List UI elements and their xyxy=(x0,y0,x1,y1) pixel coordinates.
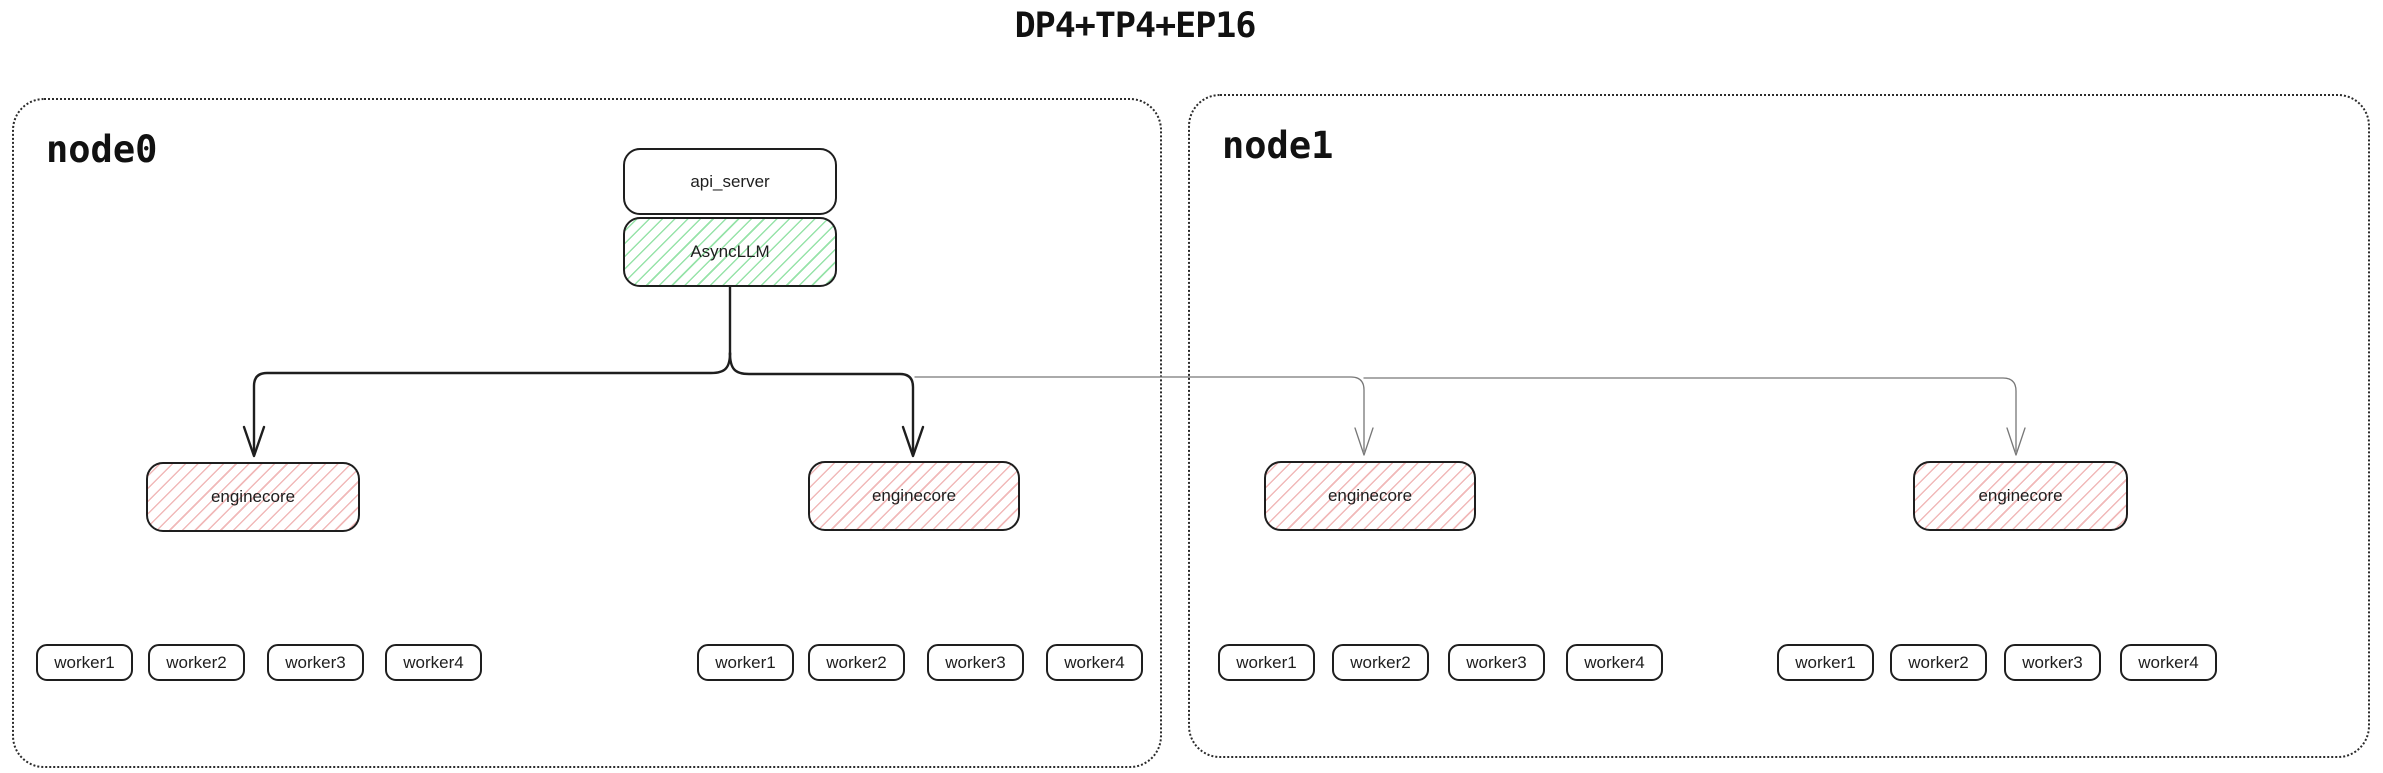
worker-label: worker2 xyxy=(1908,652,1969,672)
worker-box: worker3 xyxy=(2004,644,2101,681)
worker-box: worker4 xyxy=(1046,644,1143,681)
worker-label: worker2 xyxy=(1350,652,1411,672)
asyncllm-box: AsyncLLM xyxy=(623,217,837,287)
node0-label: node0 xyxy=(46,128,158,171)
enginecore-label: enginecore xyxy=(210,487,296,506)
worker-box: worker1 xyxy=(1777,644,1874,681)
worker-label: worker4 xyxy=(2138,652,2199,672)
worker-label: worker1 xyxy=(1236,652,1297,672)
api-server-label: api_server xyxy=(690,171,770,191)
worker-label: worker3 xyxy=(1466,652,1527,672)
enginecore-label: enginecore xyxy=(871,486,957,505)
worker-box: worker3 xyxy=(1448,644,1545,681)
enginecore-box-4: enginecore xyxy=(1913,461,2128,531)
node1-label: node1 xyxy=(1222,124,1334,167)
enginecore-box-1: enginecore xyxy=(146,462,360,532)
worker-box: worker1 xyxy=(697,644,794,681)
worker-label: worker2 xyxy=(166,652,227,672)
worker-box: worker1 xyxy=(1218,644,1315,681)
worker-label: worker3 xyxy=(945,652,1006,672)
enginecore-label: enginecore xyxy=(1327,486,1413,505)
enginecore-box-3: enginecore xyxy=(1264,461,1476,531)
worker-label: worker3 xyxy=(285,652,346,672)
worker-label: worker2 xyxy=(826,652,887,672)
worker-box: worker2 xyxy=(148,644,245,681)
worker-label: worker3 xyxy=(2022,652,2083,672)
worker-label: worker1 xyxy=(54,652,115,672)
worker-box: worker2 xyxy=(1890,644,1987,681)
asyncllm-label: AsyncLLM xyxy=(690,242,770,261)
worker-label: worker4 xyxy=(1584,652,1645,672)
worker-box: worker3 xyxy=(267,644,364,681)
worker-box: worker4 xyxy=(2120,644,2217,681)
enginecore-box-2: enginecore xyxy=(808,461,1020,531)
diagram-title: DP4+TP4+EP16 xyxy=(1014,6,1257,46)
worker-box: worker4 xyxy=(1566,644,1663,681)
api-server-box: api_server xyxy=(623,148,837,215)
worker-label: worker4 xyxy=(403,652,464,672)
worker-label: worker1 xyxy=(715,652,776,672)
worker-box: worker2 xyxy=(808,644,905,681)
worker-box: worker1 xyxy=(36,644,133,681)
worker-label: worker1 xyxy=(1795,652,1856,672)
worker-box: worker2 xyxy=(1332,644,1429,681)
worker-box: worker3 xyxy=(927,644,1024,681)
enginecore-label: enginecore xyxy=(1978,486,2063,505)
worker-box: worker4 xyxy=(385,644,482,681)
worker-label: worker4 xyxy=(1064,652,1125,672)
